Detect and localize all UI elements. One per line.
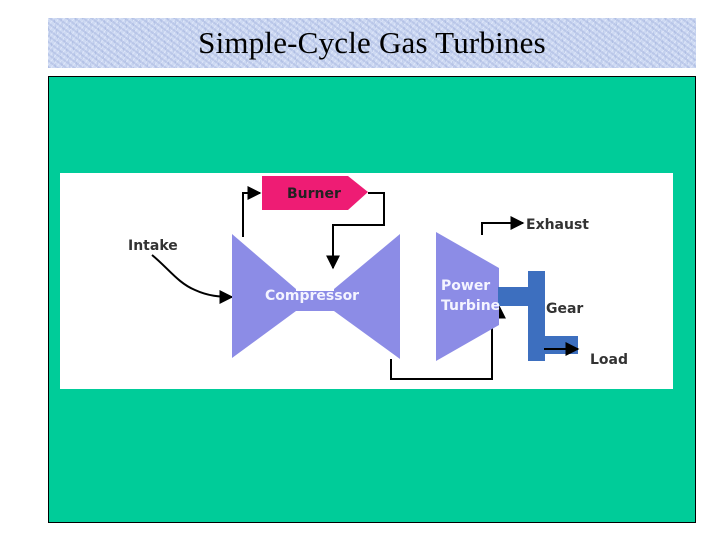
output-shaft [498, 287, 532, 306]
diagram-canvas: Burner Intake Compressor Exhaust Power T… [128, 176, 628, 380]
intake-arrow [151, 254, 234, 304]
burner-to-turbine-line [326, 192, 385, 270]
gas-turbine-diagram: Burner Intake Compressor Exhaust Power T… [60, 173, 673, 389]
compressor-label: Compressor [265, 288, 359, 304]
compressor-to-burner-line [242, 186, 262, 237]
burner-label: Burner [287, 186, 341, 202]
intake-label: Intake [128, 238, 178, 254]
title-bar: Simple-Cycle Gas Turbines [48, 18, 696, 68]
compressor-stage [232, 234, 296, 358]
power-turbine-label-line1: Power [441, 278, 490, 294]
load-label: Load [590, 352, 628, 368]
slide-title: Simple-Cycle Gas Turbines [198, 25, 546, 60]
exhaust-label: Exhaust [526, 217, 589, 233]
gear-label: Gear [546, 301, 583, 317]
gas-generator-turbine [334, 234, 400, 359]
compressor-shaft [294, 291, 336, 311]
power-turbine-stage [436, 232, 499, 361]
gear-output-shaft [532, 336, 578, 354]
power-turbine-label-line2: Turbine [441, 298, 500, 314]
exhaust-arrow [481, 216, 525, 235]
burner-box [262, 176, 368, 210]
